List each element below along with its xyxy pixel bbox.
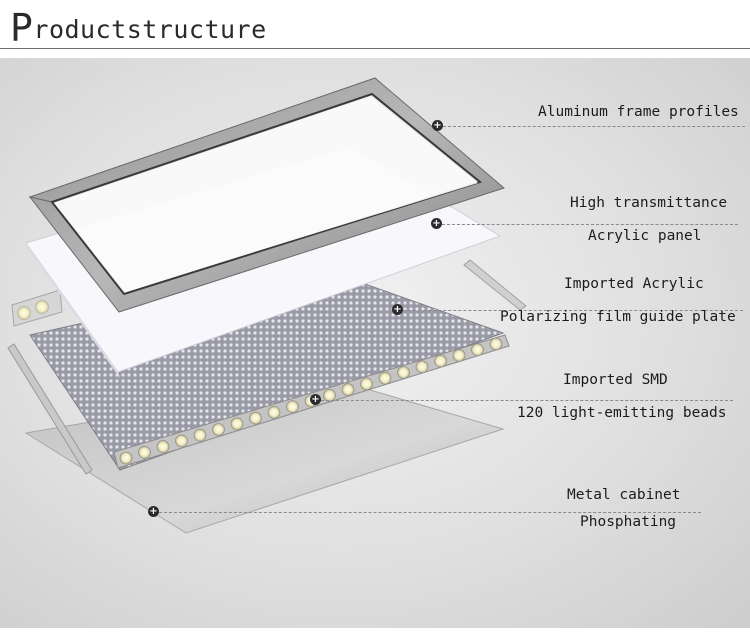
led-bead xyxy=(249,411,262,425)
label-guide-plate: Polarizing film guide plate xyxy=(500,309,736,325)
led-bead xyxy=(415,360,429,374)
side-strip-right xyxy=(463,259,527,311)
led-bead xyxy=(341,383,355,396)
header: Productstructure xyxy=(0,0,750,50)
led-bead xyxy=(397,366,410,379)
led-bead xyxy=(378,371,392,385)
label-imported-acrylic: Imported Acrylic xyxy=(564,276,704,292)
led-bead xyxy=(360,377,373,391)
led-bead xyxy=(471,343,484,357)
led-bead xyxy=(212,423,225,436)
callout-leader-guide xyxy=(403,310,743,311)
led-bead xyxy=(434,354,447,368)
led-bead xyxy=(323,388,336,402)
led-bead xyxy=(267,406,281,419)
led-bead-left xyxy=(35,300,49,314)
label-acrylic-panel: Acrylic panel xyxy=(588,228,702,244)
callout-marker-frame: + xyxy=(432,120,443,131)
acrylic-panel-edge xyxy=(26,243,120,378)
led-bead xyxy=(138,445,151,459)
led-bead xyxy=(193,428,207,442)
callout-leader-frame xyxy=(443,126,745,127)
title-underline xyxy=(0,48,750,49)
led-bead xyxy=(119,451,133,465)
label-high-transmittance: High transmittance xyxy=(570,195,728,211)
callout-marker-guide: + xyxy=(392,304,403,315)
callout-leader-led xyxy=(321,400,733,401)
side-strip-left xyxy=(7,343,93,475)
callout-leader-cabinet xyxy=(159,512,701,513)
callout-marker-acrylic: + xyxy=(431,218,442,229)
callout-leader-acrylic xyxy=(442,224,738,225)
title-initial: P xyxy=(10,6,34,50)
led-bead xyxy=(175,434,188,448)
led-bead xyxy=(286,400,299,414)
label-metal-cabinet: Metal cabinet xyxy=(567,487,681,503)
label-led-beads: 120 light-emitting beads xyxy=(517,405,727,421)
page-title: Productstructure xyxy=(10,6,267,50)
callout-marker-cabinet: + xyxy=(148,506,159,517)
frame-inner-face xyxy=(54,96,478,292)
label-phosphating: Phosphating xyxy=(580,514,677,530)
led-bead xyxy=(452,349,466,362)
callout-marker-led: + xyxy=(310,394,321,405)
led-bead xyxy=(156,440,170,453)
led-bead xyxy=(230,417,244,431)
led-bead xyxy=(489,337,503,351)
led-bead-left xyxy=(17,306,31,320)
label-aluminum-frame: Aluminum frame profiles xyxy=(538,104,739,120)
title-rest: roductstructure xyxy=(33,15,267,44)
frame-inner-shadow xyxy=(50,92,483,296)
label-imported-smd: Imported SMD xyxy=(563,372,668,388)
led-beads xyxy=(119,337,503,465)
